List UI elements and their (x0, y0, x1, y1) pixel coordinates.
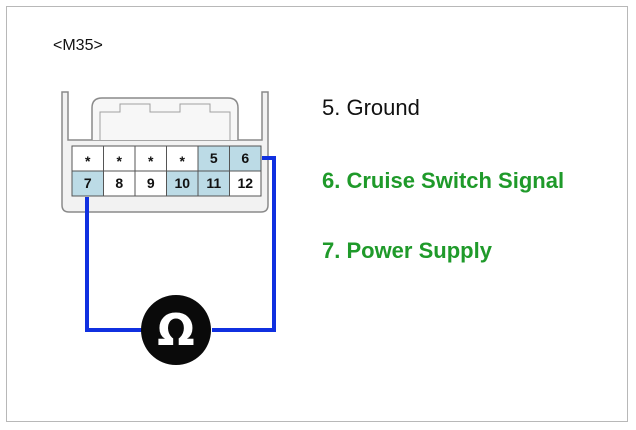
pin-label: 5 (210, 150, 218, 166)
ohmmeter-body (141, 295, 211, 365)
legend-cruise-switch-signal: 6. Cruise Switch Signal (322, 168, 565, 193)
connector-id-label: <M35> (53, 37, 103, 54)
pin-label: * (85, 153, 91, 169)
pin-label: * (148, 153, 154, 169)
legend-ground: 5. Ground (322, 95, 420, 120)
pin-cell (229, 145, 262, 172)
pin-label: * (180, 153, 186, 169)
legend-power-supply: 7. Power Supply (322, 238, 492, 263)
pin-label: 6 (241, 150, 249, 166)
pin-label: * (117, 153, 123, 169)
pin-label: 8 (115, 175, 123, 191)
pin-label: 11 (206, 175, 221, 191)
pin-label: 9 (147, 175, 155, 191)
pin-cell (103, 170, 136, 197)
pin-grid: * * * * 5 6 7 8 9 10 11 12 (71, 145, 262, 197)
pin-label: 7 (84, 175, 92, 191)
ohmmeter: Ω (141, 295, 211, 365)
pin-cell (229, 170, 262, 197)
wire-pin7 (85, 197, 143, 332)
pin-cell (166, 145, 199, 172)
pin-cell (197, 170, 230, 197)
pin-label: 12 (237, 175, 253, 191)
pin-cell (166, 170, 199, 197)
wire-pin6 (212, 156, 276, 332)
pin-label: 10 (174, 175, 190, 191)
pin-cell (71, 170, 104, 197)
ohm-symbol: Ω (157, 305, 194, 356)
diagram-frame (6, 6, 628, 422)
